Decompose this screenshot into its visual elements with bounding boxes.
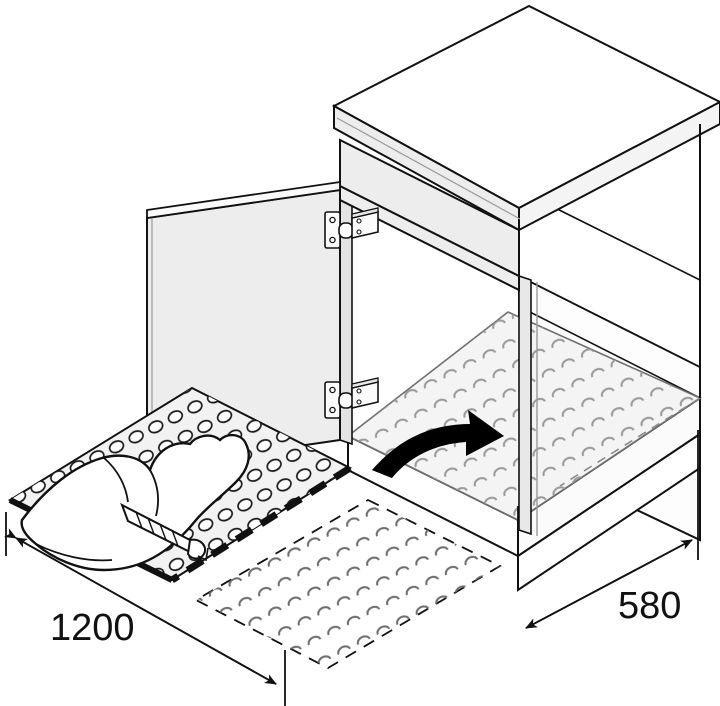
- dimension-580: 580: [517, 430, 699, 629]
- dimension-1200-line-arrow-start: [15, 537, 277, 685]
- hinge-lower-screw-bottom: [329, 406, 336, 414]
- dimension-1200: 1200: [3, 512, 286, 706]
- hinge-upper-screw-top: [329, 216, 336, 224]
- countertop-edge-band: [336, 117, 521, 220]
- hinge-upper-arm-screw-b: [356, 229, 362, 235]
- hand-knuckle-crease: [149, 469, 159, 517]
- mat-installed-hidden-edge: [559, 397, 701, 487]
- hinge-upper-screw-bottom: [329, 236, 336, 244]
- hinge-lower-knuckle: [338, 392, 354, 409]
- dimension-1200-label: 1200: [50, 607, 135, 649]
- hinge-upper-knuckle: [338, 222, 354, 239]
- cabinet-front-apron-face: [339, 138, 520, 278]
- motion-arrow-body: [372, 410, 504, 478]
- dimension-580-label: 580: [618, 585, 681, 627]
- hinge-lower: [324, 377, 379, 419]
- hinge-lower-screw-top: [329, 386, 336, 394]
- cabinet-front-right-stile: [518, 274, 532, 536]
- hand-thumb-crease: [103, 457, 129, 503]
- hinge-lower-arm-screw-a: [356, 388, 362, 394]
- mat-grip-rib-1: [135, 511, 143, 529]
- hinge-upper-arm-screw-a: [356, 218, 362, 224]
- dimension-580-line-reverse: [525, 539, 693, 629]
- door-top-edge: [146, 180, 341, 220]
- hinge-upper: [324, 207, 379, 249]
- hinge-lower-arm-screw-b: [356, 399, 362, 405]
- cabinet: [331, 4, 720, 592]
- cabinet-plinth-lower: [517, 432, 701, 592]
- motion-arrow-tail: [372, 459, 392, 478]
- hinge-lower-arm-top: [351, 377, 379, 389]
- hinge-upper-arm-top: [351, 207, 379, 219]
- countertop-right-edge: [518, 100, 720, 232]
- mat-grip-clip-tip: [186, 538, 206, 560]
- motion-arrow: [372, 410, 504, 478]
